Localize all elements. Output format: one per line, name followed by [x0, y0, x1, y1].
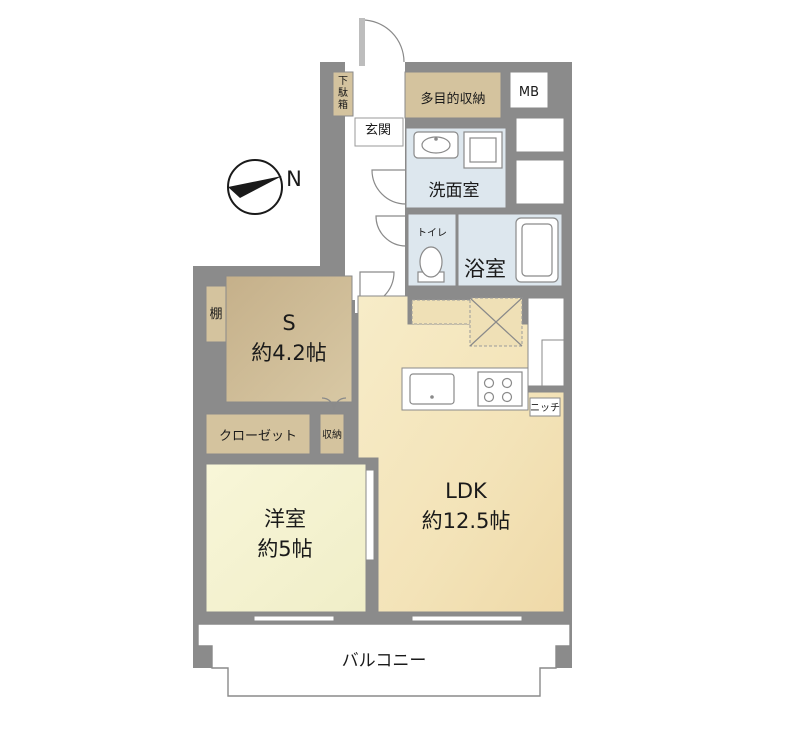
western-room-name: 洋室: [264, 507, 306, 531]
toilet: トイレ: [407, 213, 457, 287]
s-room-area: 約4.2帖: [251, 341, 326, 365]
small-storage-label: 収納: [322, 428, 342, 441]
niche: ニッチ: [529, 397, 561, 417]
washroom-label: 洗面室: [429, 181, 480, 201]
mb-box: MB: [509, 71, 549, 109]
washroom: 洗面室: [405, 127, 507, 209]
compass-north-label: N: [286, 167, 302, 191]
entrance-hall: [348, 70, 405, 313]
multi-storage: 多目的収納: [404, 71, 502, 119]
shelf-label: 棚: [209, 307, 222, 322]
shoe-box-label-1: 下: [338, 76, 348, 87]
entrance-label: 玄関: [365, 123, 391, 138]
western-room-area: 約5帖: [257, 537, 312, 561]
closet-label: クローゼット: [219, 429, 297, 444]
shoe-box-label-3: 箱: [338, 98, 348, 111]
toilet-label: トイレ: [417, 228, 447, 239]
mb-label: MB: [519, 85, 539, 100]
western-room: 洋室 約5帖: [205, 463, 375, 613]
bathroom: 浴室: [457, 213, 563, 287]
balcony-label: バルコニー: [342, 651, 427, 671]
compass: N: [227, 159, 302, 215]
s-room: 棚 S 約4.2帖: [205, 275, 353, 411]
ldk-name: LDK: [445, 479, 488, 503]
shoe-box-label-2: 駄: [338, 86, 348, 99]
entry-door: [359, 18, 405, 66]
niche-label: ニッチ: [530, 402, 560, 414]
balcony: バルコニー: [197, 615, 571, 697]
multi-storage-label: 多目的収納: [420, 91, 485, 107]
closet: クローゼット 収納: [205, 413, 345, 455]
shoe-box: 下 駄 箱: [332, 71, 354, 117]
compass-arrow-icon: [228, 176, 282, 198]
s-room-name: S: [282, 311, 295, 335]
bathroom-label: 浴室: [464, 257, 506, 281]
ldk-room: LDK 約12.5帖: [357, 295, 565, 613]
ldk-area: 約12.5帖: [422, 509, 511, 533]
